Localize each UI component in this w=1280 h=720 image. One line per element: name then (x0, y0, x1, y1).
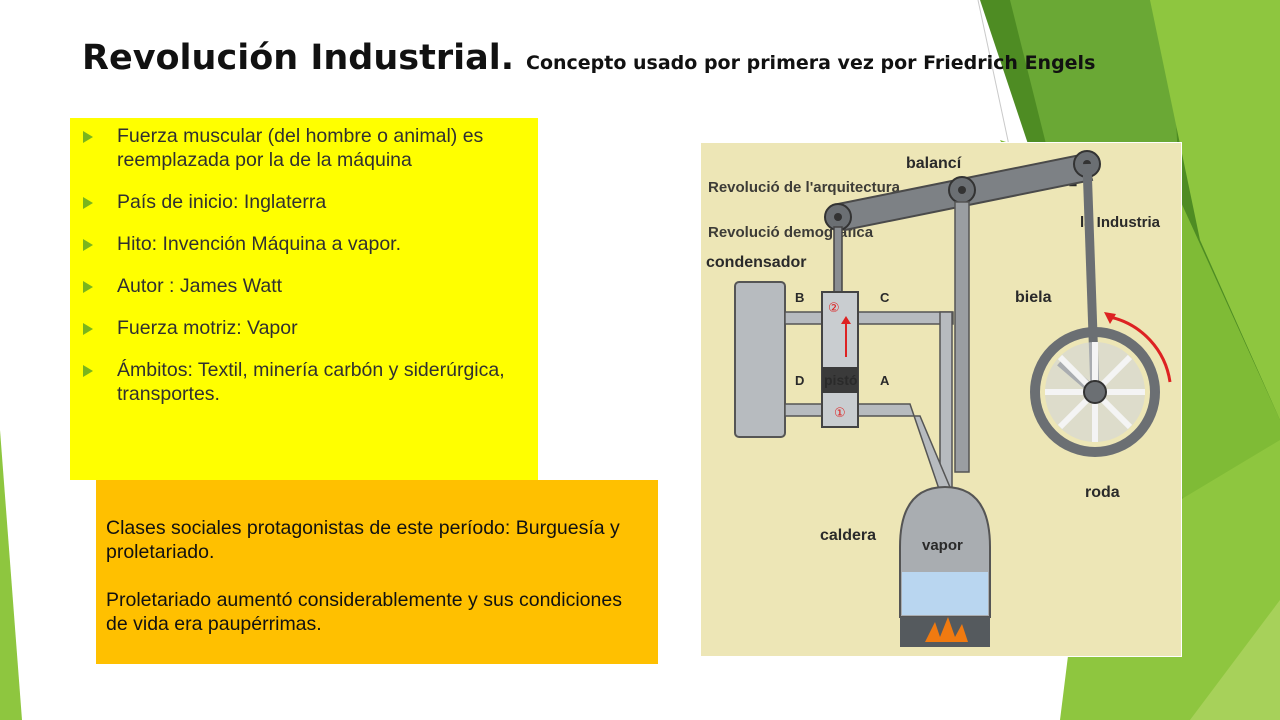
steam-engine-svg: Revolució de l'arquitectura Revolució de… (700, 142, 1182, 657)
label-balanci: balancí (906, 155, 962, 172)
bullet-item: Autor : James Watt (70, 274, 538, 298)
steam-engine-diagram: Revolució de l'arquitectura Revolució de… (700, 142, 1182, 657)
bullet-item: Ámbitos: Textil, minería carbón y siderú… (70, 358, 538, 406)
bullet-arrow-icon (83, 197, 93, 209)
bullet-arrow-icon (83, 281, 93, 293)
label-a: A (880, 373, 890, 388)
wheel-hub (1083, 380, 1107, 404)
pipe-d (784, 403, 824, 417)
rotation-arrow-icon (1109, 315, 1172, 383)
bullet-list: Fuerza muscular (del hombre o animal) es… (70, 118, 538, 406)
bullet-text: Fuerza muscular (del hombre o animal) es… (117, 125, 484, 171)
title-main: Revolución Industrial. (82, 38, 514, 78)
label-pisto: pistó (824, 372, 857, 388)
label-two: ② (828, 301, 840, 316)
bullet-item: Hito: Invención Máquina a vapor. (70, 232, 538, 256)
bullet-item: Fuerza muscular (del hombre o animal) es… (70, 124, 538, 172)
pipe-b (784, 311, 824, 325)
boiler-water (902, 572, 988, 615)
rotation-arrow-head-icon (1104, 312, 1116, 324)
fire-icon (925, 617, 968, 642)
cylinder (821, 291, 859, 428)
slide-title: Revolución Industrial. Concepto usado por… (82, 38, 1095, 78)
pipe-c (857, 311, 954, 325)
social-classes-box: Clases sociales protagonistas de este pe… (96, 480, 658, 664)
label-b: B (795, 290, 804, 305)
condenser-tank (734, 281, 786, 438)
bullet-arrow-icon (83, 323, 93, 335)
bullet-text: Hito: Invención Máquina a vapor. (117, 233, 402, 255)
bullet-item: País de inicio: Inglaterra (70, 190, 538, 214)
bullet-box: Fuerza muscular (del hombre o animal) es… (70, 118, 538, 480)
label-caldera: caldera (820, 527, 876, 544)
bullet-arrow-icon (83, 131, 93, 143)
note-paragraph-1: Clases sociales protagonistas de este pe… (106, 517, 620, 563)
bullet-text: Autor : James Watt (117, 275, 283, 297)
faded-text-1: Revolució de l'arquitectura (708, 179, 901, 196)
bullet-arrow-icon (83, 365, 93, 377)
pipe-c-down (939, 311, 953, 493)
label-biela: biela (1015, 289, 1052, 306)
label-d: D (795, 373, 804, 388)
beam-post (954, 201, 970, 473)
label-vapor: vapor (922, 537, 963, 554)
wheel-rim (1030, 327, 1160, 457)
bullet-text: País de inicio: Inglaterra (117, 191, 327, 213)
bullet-text: Ámbitos: Textil, minería carbón y siderú… (117, 359, 505, 405)
piston-block (822, 367, 858, 393)
label-one: ① (834, 406, 846, 421)
bullet-text: Fuerza motriz: Vapor (117, 317, 298, 339)
beam-joint-left-pin (834, 213, 842, 221)
bullet-arrow-icon (83, 239, 93, 251)
beam-pivot-pin (958, 186, 966, 194)
arrow-head-icon (841, 316, 851, 324)
label-c: C (880, 290, 890, 305)
label-roda: roda (1085, 484, 1120, 501)
piston-rod (833, 226, 843, 298)
title-subtitle: Concepto usado por primera vez por Fried… (526, 52, 1096, 74)
bullet-item: Fuerza motriz: Vapor (70, 316, 538, 340)
label-condensador: condensador (706, 254, 806, 271)
faded-text-4: la Industria (1080, 214, 1161, 231)
note-paragraph-2: Proletariado aumentó considerablemente y… (106, 589, 622, 635)
